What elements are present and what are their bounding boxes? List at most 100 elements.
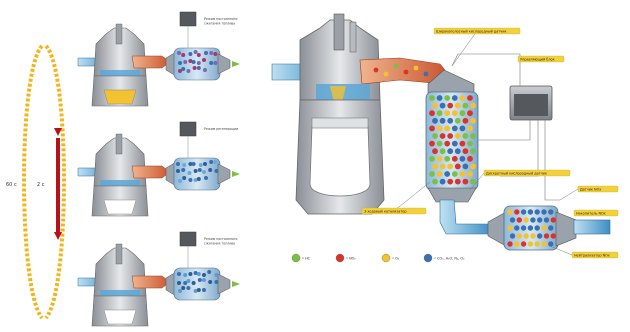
- molecule: [432, 103, 438, 109]
- molecule: [460, 171, 466, 177]
- molecule: [514, 225, 519, 230]
- molecule: [440, 103, 446, 109]
- control-unit-small: [180, 232, 196, 246]
- molecule: [460, 141, 466, 147]
- molecule: [535, 209, 540, 214]
- molecule: [177, 51, 181, 55]
- molecule: [186, 286, 190, 290]
- exhaust-pipe: [132, 276, 170, 288]
- molecule: [535, 241, 540, 246]
- piston: [104, 90, 136, 104]
- molecule: [541, 209, 546, 214]
- nox-trap-outlet-cone: [556, 212, 576, 246]
- molecule: [432, 118, 438, 124]
- molecule: [507, 225, 512, 230]
- molecule: [197, 61, 201, 65]
- cycle-short-arc: [46, 46, 64, 318]
- molecule: [437, 95, 443, 101]
- control-unit-front: [514, 94, 548, 116]
- molecule: [194, 50, 198, 54]
- molecule: [452, 110, 458, 116]
- molecule: [209, 160, 213, 164]
- molecule: [429, 110, 435, 116]
- cycle-indicator: 60 с 2 с: [6, 46, 64, 318]
- molecule: [530, 217, 535, 222]
- molecule: [467, 95, 473, 101]
- molecule: [404, 70, 409, 75]
- molecule: [523, 233, 528, 238]
- molecule: [202, 273, 206, 277]
- molecule: [548, 209, 553, 214]
- control-unit-small: [180, 12, 196, 26]
- molecule: [384, 72, 389, 77]
- tailpipe: [574, 220, 610, 234]
- control-wire: [500, 120, 538, 176]
- molecule: [429, 171, 435, 177]
- molecule: [186, 279, 190, 283]
- svg-text:Управляющий блок: Управляющий блок: [520, 58, 555, 62]
- legend-label: • HC: [302, 257, 311, 261]
- legend-swatch: [382, 254, 390, 262]
- molecule: [517, 233, 522, 238]
- molecule: [528, 241, 533, 246]
- label-wideband-sensor: Широкополосный кислородный датчик: [434, 28, 520, 66]
- molecule: [541, 241, 546, 246]
- molecule: [197, 66, 201, 70]
- molecule: [507, 209, 512, 214]
- main-spark-plug: [350, 22, 356, 52]
- molecule: [188, 272, 192, 276]
- molecule: [447, 164, 453, 170]
- molecule: [192, 281, 196, 285]
- molecule: [447, 118, 453, 124]
- main-injector: [334, 14, 344, 50]
- flow-arrow-icon: [232, 61, 240, 67]
- molecule: [193, 66, 197, 70]
- molecule: [444, 156, 450, 162]
- molecule: [202, 58, 206, 62]
- molecule: [429, 141, 435, 147]
- molecule: [463, 164, 469, 170]
- molecule: [463, 179, 469, 185]
- legend-label: • O₂: [392, 257, 400, 261]
- molecule: [204, 51, 208, 55]
- molecule: [202, 278, 206, 282]
- molecule: [429, 125, 435, 131]
- molecule: [178, 61, 182, 65]
- molecule: [182, 176, 186, 180]
- molecule: [437, 156, 443, 162]
- molecule: [208, 280, 212, 284]
- svg-text:Дискретный кислородный датчик: Дискретный кислородный датчик: [486, 172, 547, 176]
- piston: [104, 200, 136, 214]
- molecule: [203, 162, 207, 166]
- catalyst-outlet: [218, 54, 230, 74]
- legend-item: • HC: [292, 254, 311, 262]
- molecule: [447, 179, 453, 185]
- engine-stage-1: Режим постоянногосжигания топлива: [78, 12, 240, 106]
- molecule: [202, 170, 206, 174]
- molecule: [455, 133, 461, 139]
- svg-text:Нейтрализатор NOx: Нейтрализатор NOx: [574, 254, 610, 258]
- molecule: [432, 164, 438, 170]
- molecule: [447, 148, 453, 154]
- molecule: [535, 225, 540, 230]
- molecule: [455, 103, 461, 109]
- three-way-catalyst: [426, 70, 478, 202]
- legend-label: • CO₂, H₂O, N₂, O₂: [434, 257, 465, 261]
- molecule: [437, 171, 443, 177]
- molecule: [424, 72, 429, 77]
- molecule: [510, 217, 515, 222]
- control-wire: [545, 120, 560, 200]
- molecule: [551, 217, 556, 222]
- molecule: [192, 162, 196, 166]
- molecule: [530, 233, 535, 238]
- molecule: [470, 164, 476, 170]
- molecule: [374, 68, 379, 73]
- label-nox-sensor: Датчик NOx: [560, 186, 618, 200]
- molecule: [197, 288, 201, 292]
- legend-label: • NO₂: [346, 257, 356, 261]
- flow-arrow-icon: [232, 281, 240, 287]
- mode-label: Режим постоянногосжигания топлива: [204, 17, 238, 25]
- main-piston-crown: [312, 118, 368, 128]
- molecule: [463, 148, 469, 154]
